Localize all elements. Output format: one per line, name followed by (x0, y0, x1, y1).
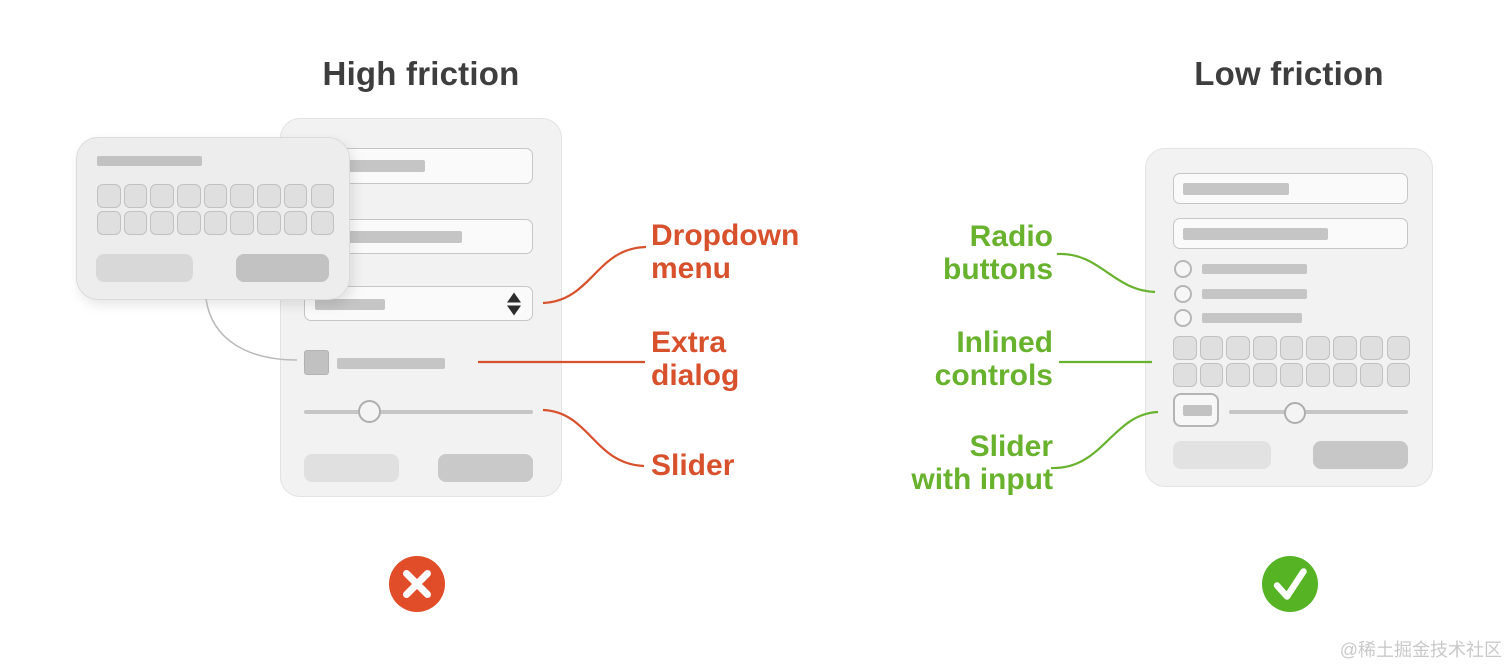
key[interactable] (150, 184, 174, 208)
key[interactable] (97, 211, 121, 235)
keyboard-dialog (76, 137, 350, 300)
slider-track[interactable] (304, 410, 533, 414)
connector-radio-buttons (1056, 252, 1156, 294)
key[interactable] (1173, 336, 1197, 360)
key[interactable] (1359, 336, 1384, 360)
radio-button[interactable] (1174, 260, 1192, 278)
slider-track[interactable] (1229, 410, 1408, 414)
radio-button[interactable] (1174, 285, 1192, 303)
annotation-slider-with-input: Slider with input (850, 430, 1053, 496)
key[interactable] (1199, 363, 1224, 387)
key[interactable] (1386, 336, 1410, 360)
annotation-line: Dropdown (651, 219, 800, 252)
key[interactable] (1359, 363, 1384, 387)
updown-arrows-icon[interactable] (507, 292, 521, 315)
low-friction-title: Low friction (1194, 55, 1384, 92)
annotation-line: Slider (651, 449, 735, 482)
annotation-line: with input (911, 463, 1053, 496)
key[interactable] (283, 211, 308, 235)
check-circle-icon (1262, 556, 1318, 612)
key[interactable] (1306, 336, 1330, 360)
key[interactable] (177, 211, 201, 235)
x-circle-icon (389, 556, 445, 612)
key[interactable] (1173, 363, 1197, 387)
key[interactable] (1279, 363, 1304, 387)
primary-button[interactable] (438, 454, 533, 482)
annotation-radio-buttons: Radio buttons (850, 220, 1053, 286)
annotation-slider: Slider (651, 449, 734, 482)
connector-slider-with-input (1050, 410, 1159, 470)
key[interactable] (310, 211, 334, 235)
key[interactable] (203, 211, 228, 235)
placeholder-text-bar (315, 231, 462, 243)
radio-button[interactable] (1174, 309, 1192, 327)
slider-value-input[interactable] (1173, 393, 1219, 427)
key[interactable] (257, 184, 281, 208)
annotation-dropdown-menu: Dropdown menu (651, 219, 799, 285)
radio-label-bar (1202, 264, 1307, 274)
annotation-line: controls (934, 359, 1053, 392)
slider-handle[interactable] (358, 400, 381, 423)
annotation-line: Radio (969, 220, 1053, 253)
key[interactable] (1253, 363, 1277, 387)
high-friction-title: High friction (322, 55, 520, 92)
key-row (1173, 363, 1410, 387)
placeholder-text-bar (1183, 405, 1212, 416)
annotation-line: Slider (969, 430, 1053, 463)
slider-handle[interactable] (1284, 402, 1306, 424)
key[interactable] (177, 184, 201, 208)
placeholder-text-bar (1183, 228, 1328, 240)
low-friction-form (1145, 148, 1433, 487)
annotation-line: buttons (943, 253, 1053, 286)
key[interactable] (1386, 363, 1410, 387)
checkbox-label-bar (337, 358, 445, 369)
dialog-primary-button[interactable] (236, 254, 329, 282)
key[interactable] (310, 184, 334, 208)
key[interactable] (230, 184, 254, 208)
placeholder-text-bar (315, 299, 385, 310)
dialog-title-bar (97, 156, 202, 166)
key[interactable] (283, 184, 308, 208)
key-row (1173, 336, 1410, 360)
radio-label-bar (1202, 313, 1302, 323)
placeholder-text-bar (1183, 183, 1289, 195)
watermark: @稀土掘金技术社区 (1339, 640, 1502, 660)
annotation-line: menu (651, 252, 732, 285)
key[interactable] (257, 211, 281, 235)
annotation-inlined-controls: Inlined controls (850, 326, 1053, 392)
annotation-line: Extra (651, 326, 727, 359)
key[interactable] (203, 184, 228, 208)
secondary-button[interactable] (1173, 441, 1271, 469)
key[interactable] (1333, 336, 1357, 360)
key[interactable] (150, 211, 174, 235)
key[interactable] (123, 211, 148, 235)
dialog-secondary-button[interactable] (96, 254, 193, 282)
text-input[interactable] (1173, 218, 1408, 249)
key[interactable] (1199, 336, 1224, 360)
key[interactable] (1333, 363, 1357, 387)
key[interactable] (123, 184, 148, 208)
key[interactable] (230, 211, 254, 235)
annotation-line: dialog (651, 359, 740, 392)
annotation-line: Inlined (956, 326, 1053, 359)
key[interactable] (1226, 363, 1250, 387)
annotation-extra-dialog: Extra dialog (651, 326, 739, 392)
primary-button[interactable] (1313, 441, 1408, 469)
key[interactable] (97, 184, 121, 208)
key-row (97, 184, 334, 208)
radio-label-bar (1202, 289, 1307, 299)
key[interactable] (1306, 363, 1330, 387)
checkbox[interactable] (304, 350, 329, 375)
key[interactable] (1279, 336, 1304, 360)
key[interactable] (1253, 336, 1277, 360)
secondary-button[interactable] (304, 454, 399, 482)
text-input[interactable] (1173, 173, 1408, 204)
key[interactable] (1226, 336, 1250, 360)
key-row (97, 211, 334, 235)
